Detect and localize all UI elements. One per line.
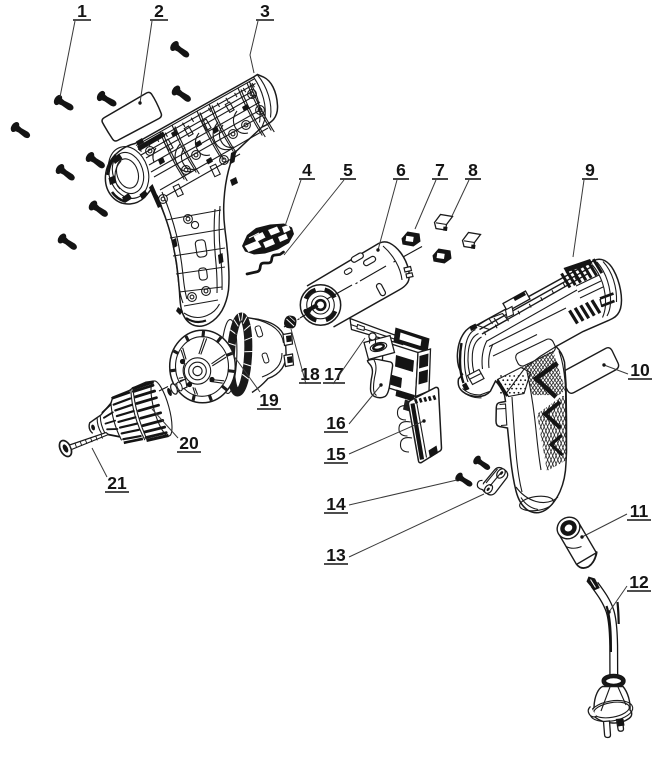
svg-text:9: 9 [585, 160, 595, 180]
svg-text:4: 4 [302, 160, 312, 180]
svg-text:21: 21 [107, 473, 127, 493]
svg-text:17: 17 [324, 364, 343, 384]
svg-text:6: 6 [396, 160, 406, 180]
svg-text:20: 20 [179, 433, 199, 453]
svg-text:12: 12 [629, 572, 649, 592]
svg-text:2: 2 [154, 1, 164, 21]
svg-text:1: 1 [77, 1, 87, 21]
svg-text:10: 10 [630, 360, 650, 380]
svg-text:3: 3 [260, 1, 270, 21]
svg-text:5: 5 [343, 160, 353, 180]
svg-text:19: 19 [259, 390, 279, 410]
svg-text:15: 15 [326, 444, 346, 464]
svg-text:16: 16 [326, 413, 346, 433]
svg-text:7: 7 [435, 160, 445, 180]
svg-text:13: 13 [326, 545, 346, 565]
svg-text:14: 14 [326, 494, 346, 514]
svg-text:8: 8 [468, 160, 478, 180]
svg-text:18: 18 [300, 364, 320, 384]
svg-text:11: 11 [630, 501, 649, 521]
